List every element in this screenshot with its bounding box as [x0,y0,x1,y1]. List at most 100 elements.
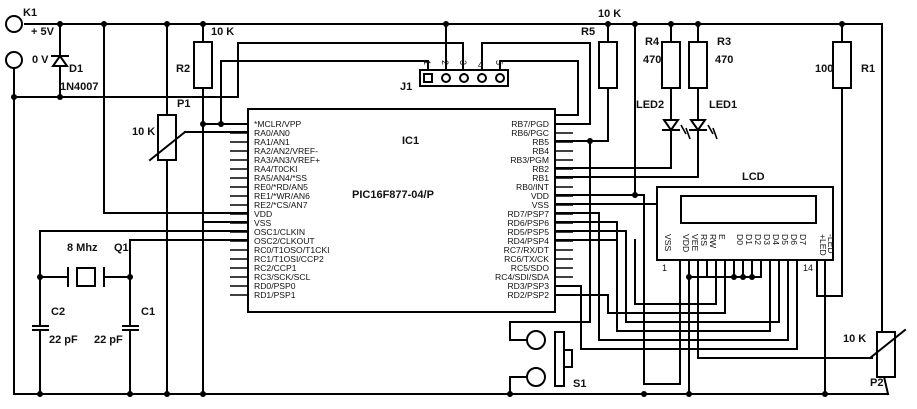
ic-left-pin-label: RA5/AN4/*SS [254,173,307,183]
junction-dot [127,274,133,280]
junction-dot [686,391,692,397]
j1-pin-1 [423,73,433,83]
p2-ref: P2 [870,377,883,389]
junction-dot [200,21,206,27]
s1-ref: S1 [573,378,586,390]
j1-ref: J1 [400,81,412,93]
r5-ref: R5 [581,26,595,38]
r4-value: 470 [643,54,661,66]
ic-right-pin-label: RC6/TX/CK [504,254,549,264]
lcd-pin-label: D4 [771,234,781,245]
junction-dot [822,391,828,397]
ic-right-pin-label: RC4/SDI/SDA [495,272,549,282]
junction-dot [200,121,206,127]
junction-dot [164,391,170,397]
junction-dot [641,391,647,397]
resistor-r4 [661,41,681,89]
lcd-ref: LCD [742,171,765,183]
junction-dot [443,21,449,27]
led2-icon [662,119,691,140]
junction-dot [200,391,206,397]
junction-dot [839,21,845,27]
c2-value: 22 pF [49,334,78,346]
lcd-pin-label: D1 [744,234,754,245]
c1-value: 22 pF [94,334,123,346]
j1-pin-2-label: 2 [440,60,450,65]
lcd-first-pin: 1 [662,263,667,273]
ic-right-pin-label: RD2/PSP2 [507,290,549,300]
j1-pin-5 [495,73,505,83]
ic-left-pin-label: RE2/*CS/AN7 [254,200,308,210]
j1-pin-4 [477,73,487,83]
lcd-pin-label: RS [699,234,709,246]
led2-ref: LED2 [636,99,664,111]
pushbutton-s1 [526,330,573,387]
junction-dot [57,21,63,27]
j1-pin-3-label: 3 [458,60,468,65]
ic-left-pin-label: RD0/PSP0 [254,281,296,291]
ic-right-pin-label: RB5 [532,137,549,147]
c2-ref: C2 [51,306,65,318]
ic-right-pin-label: VDD [531,191,549,201]
capacitor-c2 [32,325,49,331]
ic-right-pin-label: RB3/PGM [510,155,549,165]
ic-left-pin-label: RA1/AN1 [254,137,290,147]
c1-ref: C1 [141,306,155,318]
j1-pin-5-label: 5 [494,60,504,65]
k1-gnd-terminal [5,51,23,69]
r5-value: 10 K [598,8,621,20]
ic-left-pin-label: RA4/T0CKI [254,164,297,174]
junction-dot [37,391,43,397]
ic-left-pin-label: OSC2/CLKOUT [254,236,315,246]
ic-left-pin-label: RC0/T1OSO/T1CKI [254,245,329,255]
r1-value: 100 [815,63,833,75]
potentiometer-p1 [157,114,177,161]
ic-right-pin-label: RB6/PGC [511,128,549,138]
junction-dot [740,274,746,280]
q1-ref: Q1 [114,242,129,254]
lcd-pin-label: RW [708,234,718,249]
r4-ref: R4 [645,36,660,48]
lcd-pin-label: VDD [681,234,691,252]
potentiometer-p2 [876,331,896,378]
k1-gnd-label: 0 V [32,54,49,66]
ic-right-pin-label: RB0/INT [516,182,550,192]
j1-pin-2 [441,73,451,83]
junction-dot [101,21,107,27]
ic-right-pin-label: RB1 [532,173,549,183]
junction-dot [507,391,513,397]
ic-left-pin-label: RE0/*RD/AN5 [254,182,308,192]
ic1-part: PIC16F877-04/P [352,189,434,201]
ic-right-pin-label: RB2 [532,164,549,174]
ic-left-pin-label: RD1/PSP1 [254,290,296,300]
p1-value: 10 K [132,126,155,138]
wires [13,23,890,396]
junction-dot [632,21,638,27]
ic-right-pin-label: RC5/SDO [511,263,550,273]
junction-dot [11,94,17,100]
ic-right-pin-label: RC7/RX/DT [504,245,550,255]
lcd-pin-label: D6 [789,234,799,245]
junction-dot [749,274,755,280]
lcd-screen [680,195,817,224]
lcd-pin-label: D5 [780,234,790,245]
lcd-pin-label: E [717,234,727,240]
ic1-ref: IC1 [402,135,419,147]
diode-d1 [51,54,69,67]
junction-dot [218,121,224,127]
lcd-pin-label: D2 [753,234,763,245]
junctions [11,21,845,397]
led1-icon [689,119,718,140]
ic-right-pin-label: RB7/PGD [511,119,549,129]
junction-dot [632,192,638,198]
ic-right-pin-label: RD4/PSP4 [507,236,549,246]
resistor-r3 [688,41,708,89]
lcd-pin-label: D3 [762,234,772,245]
r3-value: 470 [715,54,733,66]
ic-left-pin-label: RC3/SCK/SCL [254,272,311,282]
ic-left-pin-label: RC1/T1OSI/CCP2 [254,254,324,264]
junction-dot [731,274,737,280]
j1-pin-1-label: 1 [422,60,432,65]
